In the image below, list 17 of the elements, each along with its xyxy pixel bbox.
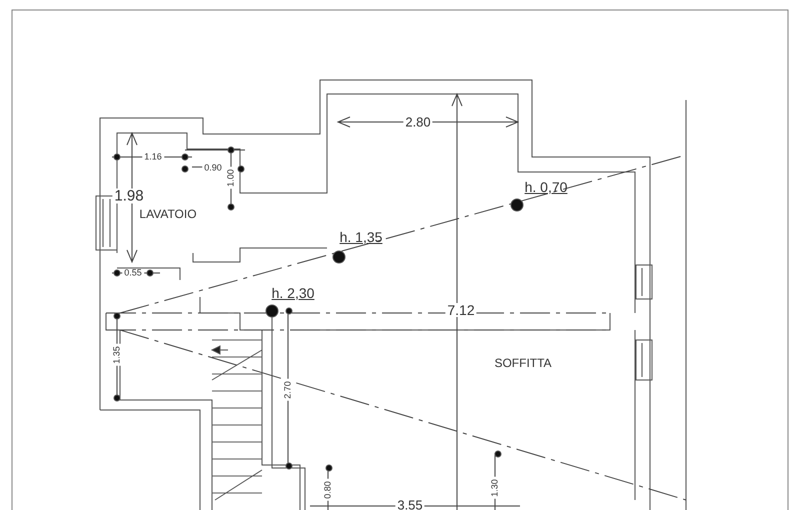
dimension-value: 1.98 — [112, 188, 146, 204]
dimension-value: 7.12 — [445, 303, 477, 317]
dimension-value: 2.70 — [284, 379, 292, 401]
height-label: h. 0,70 — [524, 180, 568, 194]
dimension-value: 2.80 — [403, 116, 433, 128]
room-name: SOFFITTA — [493, 357, 553, 369]
dimension-value: 1.16 — [142, 152, 164, 162]
dimension-value: 0.55 — [122, 268, 144, 278]
dimension-value: 0.80 — [324, 479, 332, 501]
room-name: LAVATOIO — [138, 208, 198, 220]
dimension-value: 0.90 — [202, 164, 224, 172]
height-label: h. 2,30 — [270, 286, 316, 300]
height-label: h. 1,35 — [338, 230, 384, 244]
dimension-value: 1.00 — [226, 167, 236, 189]
dimension-value: 1.30 — [490, 477, 500, 499]
dimension-value: 1.35 — [112, 344, 122, 366]
dimension-value: 3.55 — [395, 498, 425, 510]
